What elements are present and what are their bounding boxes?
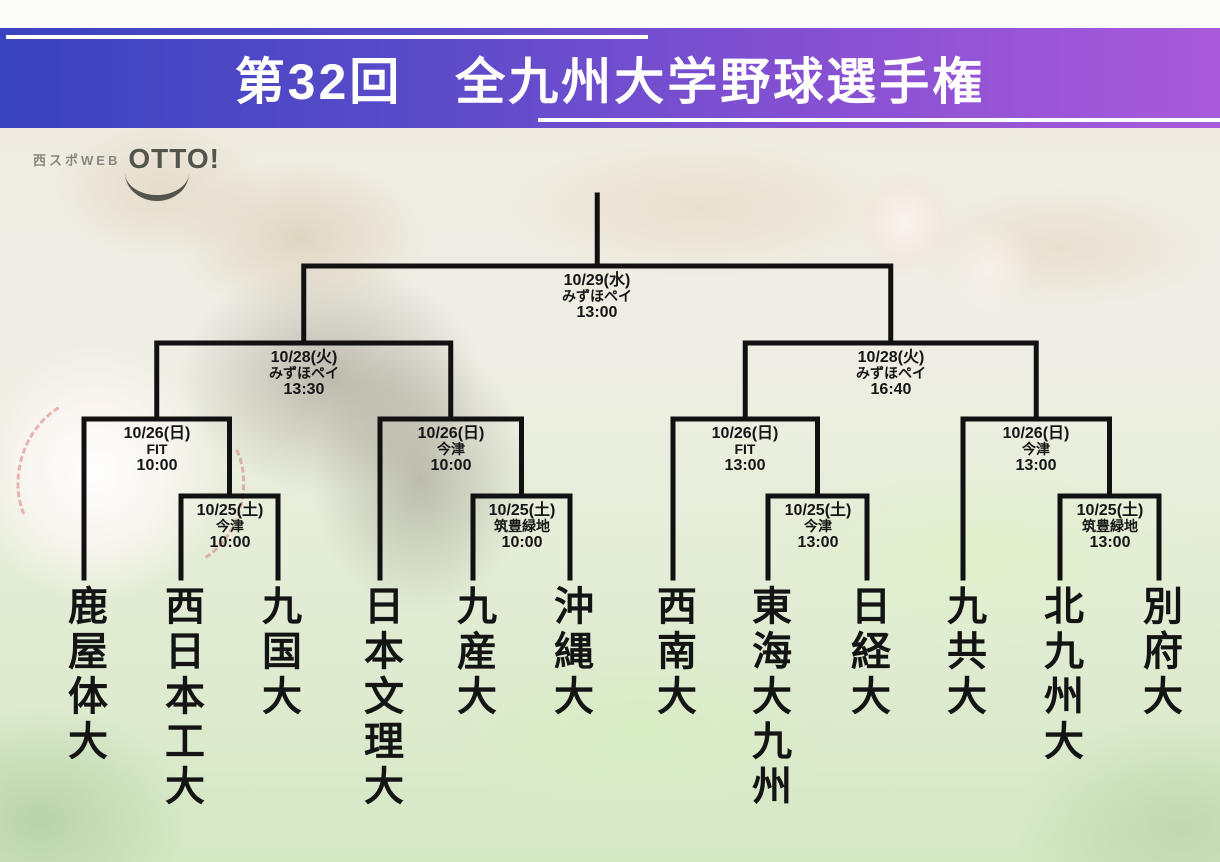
match-venue: 今津 [215, 518, 244, 534]
match-time: 16:40 [870, 381, 912, 398]
match-date: 10/26(日) [1002, 425, 1070, 442]
match-label-qf3: 10/26(日) FIT 13:00 [712, 425, 779, 474]
match-time: 13:30 [283, 381, 325, 398]
team-name-nishinihonko: 西日本工大 [159, 585, 203, 810]
match-label-qf4: 10/26(日) 今津 13:00 [1003, 425, 1070, 474]
match-date: 10/25(土) [784, 502, 852, 519]
match-label-qf1: 10/26(日) FIT 10:00 [124, 425, 191, 474]
match-venue: みずほペイ [562, 288, 632, 304]
team-name-nihonbunri: 日本文理大 [358, 585, 402, 810]
match-label-r1a: 10/25(土) 今津 10:00 [197, 502, 264, 551]
match-venue: FIT [734, 441, 756, 457]
banner-bottom-line [538, 118, 1220, 122]
match-label-r1b: 10/25(土) 筑豊緑地 10:00 [489, 502, 556, 551]
team-name-kyukyo: 九共大 [941, 585, 985, 720]
banner-top-line [6, 35, 648, 39]
match-date: 10/25(土) [488, 502, 556, 519]
match-venue: みずほペイ [856, 365, 926, 381]
match-date: 10/29(水) [563, 272, 631, 289]
otto-logo: 西スポWEB OTTO! [33, 143, 220, 201]
match-time: 13:00 [797, 534, 839, 551]
team-name-tokaidaikyushu: 東海大九州 [746, 585, 790, 810]
match-date: 10/26(日) [711, 425, 779, 442]
match-label-r1c: 10/25(土) 今津 13:00 [785, 502, 852, 551]
match-label-sf2: 10/28(火) みずほペイ 16:40 [856, 349, 926, 398]
match-date: 10/26(日) [417, 425, 485, 442]
otto-smile-icon [125, 173, 189, 201]
match-time: 10:00 [209, 534, 251, 551]
match-time: 13:00 [1015, 457, 1057, 474]
match-date: 10/28(火) [270, 349, 338, 366]
logo-prefix-text: 西スポWEB [33, 152, 121, 168]
match-time: 13:00 [576, 304, 618, 321]
title-banner: 第32回 全九州大学野球選手権 [0, 28, 1220, 128]
match-time: 10:00 [136, 457, 178, 474]
match-venue: FIT [146, 441, 168, 457]
team-name-kyukoku: 九国大 [256, 585, 300, 720]
team-name-seinan: 西南大 [651, 585, 695, 720]
logo-brand-text: OTTO! [128, 143, 220, 174]
match-date: 10/25(土) [196, 502, 264, 519]
match-date: 10/26(日) [123, 425, 191, 442]
match-venue: みずほペイ [269, 365, 339, 381]
background-photo [0, 128, 1220, 862]
match-date: 10/25(土) [1076, 502, 1144, 519]
match-time: 13:00 [724, 457, 766, 474]
match-venue: 今津 [436, 441, 465, 457]
match-label-qf2: 10/26(日) 今津 10:00 [418, 425, 485, 474]
team-name-okinawa: 沖縄大 [548, 585, 592, 720]
page-title: 第32回 全九州大学野球選手権 [234, 54, 986, 110]
match-label-sf1: 10/28(火) みずほペイ 13:30 [269, 349, 339, 398]
team-name-kitakyushu: 北九州大 [1038, 585, 1082, 765]
match-time: 10:00 [430, 457, 472, 474]
team-name-beppu: 別府大 [1137, 585, 1181, 720]
match-date: 10/28(火) [857, 349, 925, 366]
match-venue: 今津 [1021, 441, 1050, 457]
match-time: 13:00 [1089, 534, 1131, 551]
team-name-kanoyatai: 鹿屋体大 [62, 585, 106, 765]
match-label-final: 10/29(水) みずほペイ 13:00 [562, 272, 632, 321]
match-label-r1d: 10/25(土) 筑豊緑地 13:00 [1077, 502, 1144, 551]
team-name-kyusan: 九産大 [451, 585, 495, 720]
team-name-nikkei: 日経大 [845, 585, 889, 720]
match-venue: 筑豊緑地 [1081, 518, 1138, 534]
match-venue: 筑豊緑地 [493, 518, 550, 534]
match-venue: 今津 [803, 518, 832, 534]
match-time: 10:00 [501, 534, 543, 551]
